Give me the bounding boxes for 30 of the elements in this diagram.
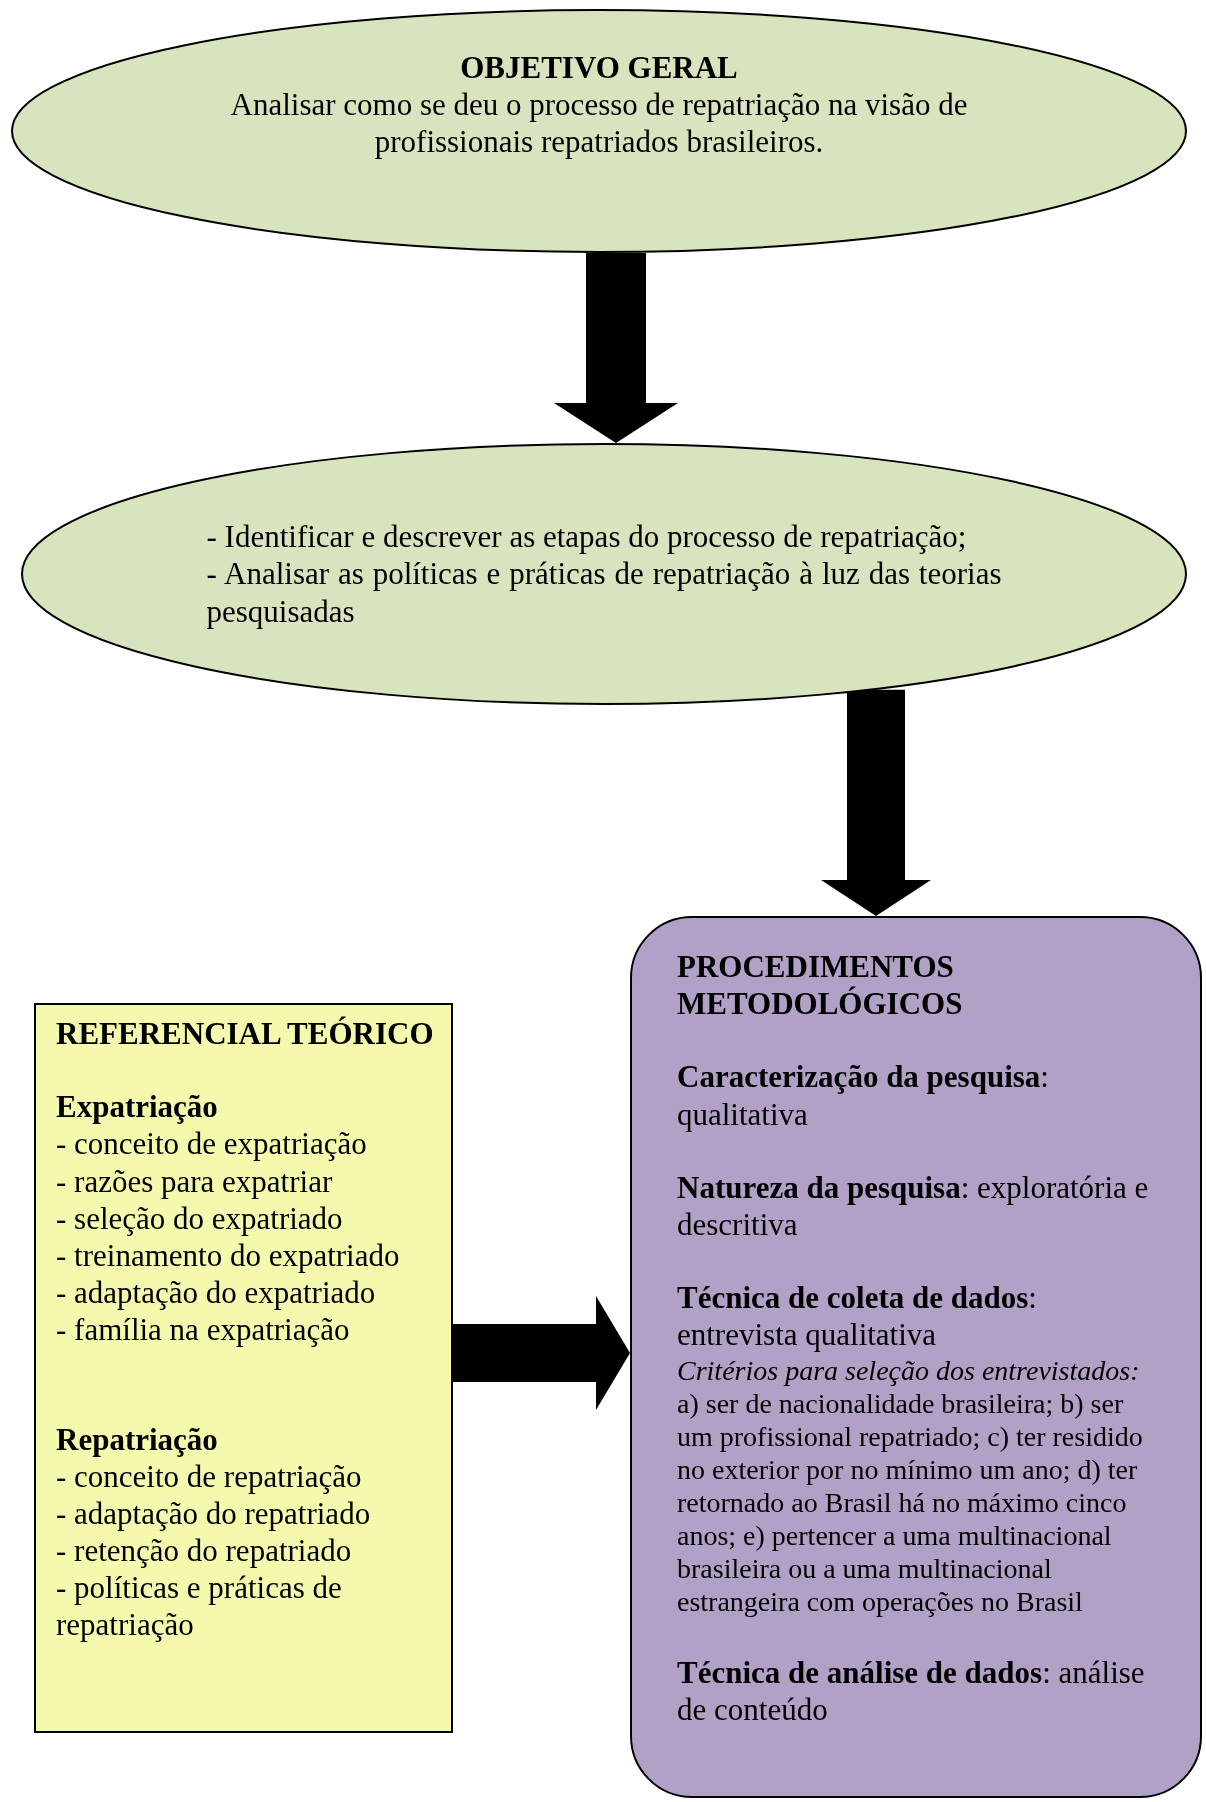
heading: OBJETIVO GERAL xyxy=(460,49,738,87)
list-item: - conceito de expatriação xyxy=(56,1125,368,1163)
list-item: - políticas e práticas de repatriação xyxy=(56,1569,343,1644)
block-arrow xyxy=(821,689,931,916)
list-item: - retenção do repatriado xyxy=(56,1532,353,1570)
list-item: - adaptação do repatriado xyxy=(56,1494,372,1533)
block-arrow xyxy=(554,252,678,444)
subheading: Repatriação xyxy=(56,1420,219,1458)
paragraph: Natureza da pesquisa: exploratória e descritiva xyxy=(677,1168,1150,1244)
block-arrow xyxy=(453,1296,630,1410)
list-item: - razões para expatriar xyxy=(56,1162,334,1200)
objective-text: Analisar como se deu o processo de repatriação na visão de profissionais repatriados brasileiros. xyxy=(229,86,969,161)
list-item: - família na expatriação xyxy=(56,1311,351,1349)
list-item: - conceito de repatriação xyxy=(56,1457,363,1495)
list-item: - treinamento do expatriado xyxy=(56,1236,401,1275)
note-text: Critérios para seleção dos entrevistados: a) ser de nacionalidade brasileira; b) ser um profissional repatriado; c) ter residido no exterior por no mínimo um ano; d) ter retornado ao Brasil há no máximo cinco anos; e) pertencer a uma multinacional brasileira ou a uma multinacional estrangeira com operações no Brasil xyxy=(677,1353,1144,1618)
paragraph: Caracterização da pesquisa: qualitativa xyxy=(677,1058,1050,1133)
heading: PROCEDIMENTOS METODOLÓGICOS xyxy=(677,948,964,1023)
objective-item: - Identificar e descrever as etapas do processo de repatriação; xyxy=(206,518,968,556)
list-item: - seleção do expatriado xyxy=(56,1199,344,1237)
paragraph: Técnica de coleta de dados: entrevista qualitativa xyxy=(677,1279,1038,1354)
objective-item: - Analisar as políticas e práticas de repatriação à luz das teorias pesquisadas xyxy=(206,555,1002,630)
list-item: - adaptação do expatriado xyxy=(56,1274,377,1312)
rounded-box xyxy=(630,916,1202,1798)
subheading: Expatriação xyxy=(56,1088,219,1126)
text-box xyxy=(34,1003,453,1733)
paragraph: Técnica de análise de dados: análise de conteúdo xyxy=(677,1653,1146,1729)
heading: REFERENCIAL TEÓRICO xyxy=(56,1015,435,1053)
ellipse-node xyxy=(21,443,1187,705)
ellipse-node xyxy=(11,9,1187,253)
